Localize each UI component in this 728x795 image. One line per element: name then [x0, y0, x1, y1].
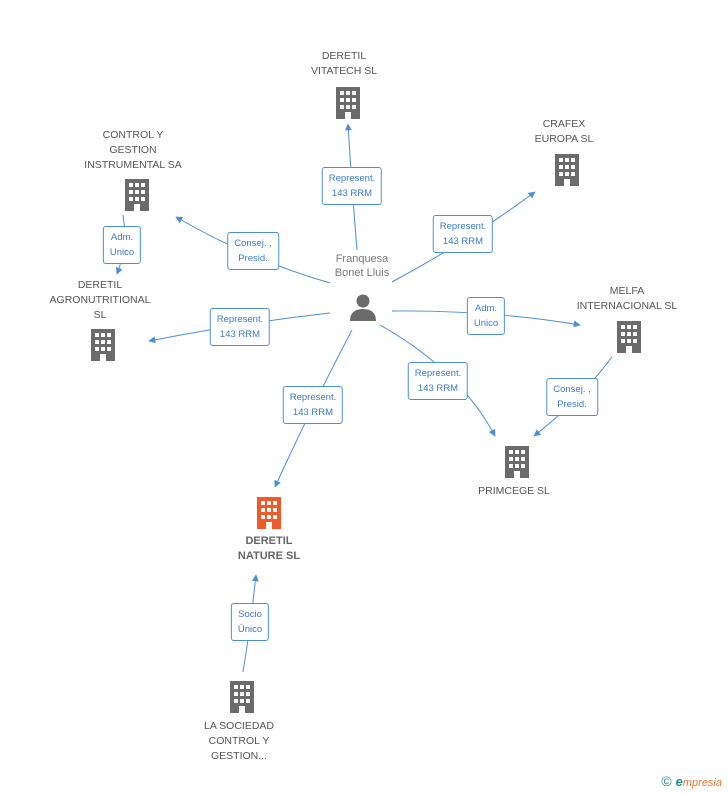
node-label-deretil-nature[interactable]: DERETIL NATURE SL — [237, 535, 301, 562]
edge-label-vitatech: Represent. 143 RRM — [321, 167, 383, 205]
empresia-logo[interactable]: ©empresia — [661, 773, 722, 789]
node-label-control-gestion[interactable]: CONTROL Y GESTION INSTRUMENTAL SA — [84, 129, 182, 171]
node-label-primcege[interactable]: PRIMCEGE SL — [478, 485, 550, 497]
building-icon[interactable] — [552, 153, 582, 187]
edge-label-adm-control: Adm. Unico — [102, 226, 142, 264]
edge-label-socio: Socio Único — [230, 603, 270, 641]
edge-label-nature: Represent. 143 RRM — [282, 386, 344, 424]
edge-label-primcege: Represent. 143 RRM — [407, 362, 469, 400]
node-label-crafex[interactable]: CRAFEX EUROPA SL — [534, 118, 594, 145]
node-label-deretil-vitatech[interactable]: DERETIL VITATECH SL — [310, 50, 378, 77]
edge-label-melfa-primcege: Consej. , Presid. — [546, 378, 598, 416]
edge-label-control: Consej. , Presid. — [227, 232, 279, 270]
building-icon[interactable] — [614, 320, 644, 354]
node-label-la-sociedad[interactable]: LA SOCIEDAD CONTROL Y GESTION... — [203, 720, 275, 762]
building-icon[interactable] — [88, 328, 118, 362]
building-icon[interactable] — [333, 86, 363, 120]
edge-label-melfa: Adm. Unico — [466, 297, 506, 335]
building-icon[interactable] — [502, 445, 532, 479]
building-icon[interactable] — [122, 178, 152, 212]
node-label-melfa[interactable]: MELFA INTERNACIONAL SL — [576, 285, 678, 312]
building-icon[interactable] — [227, 680, 257, 714]
node-label-agronutritional[interactable]: DERETIL AGRONUTRITIONAL SL — [49, 279, 151, 321]
person-name: Franquesa Bonet Lluis — [334, 253, 390, 279]
edge-label-agro: Represent. 143 RRM — [209, 308, 271, 346]
edge-label-crafex: Represent. 143 RRM — [432, 215, 494, 253]
person-icon[interactable] — [348, 292, 378, 322]
copyright-icon: © — [661, 773, 672, 789]
building-icon-highlighted[interactable] — [254, 496, 284, 530]
